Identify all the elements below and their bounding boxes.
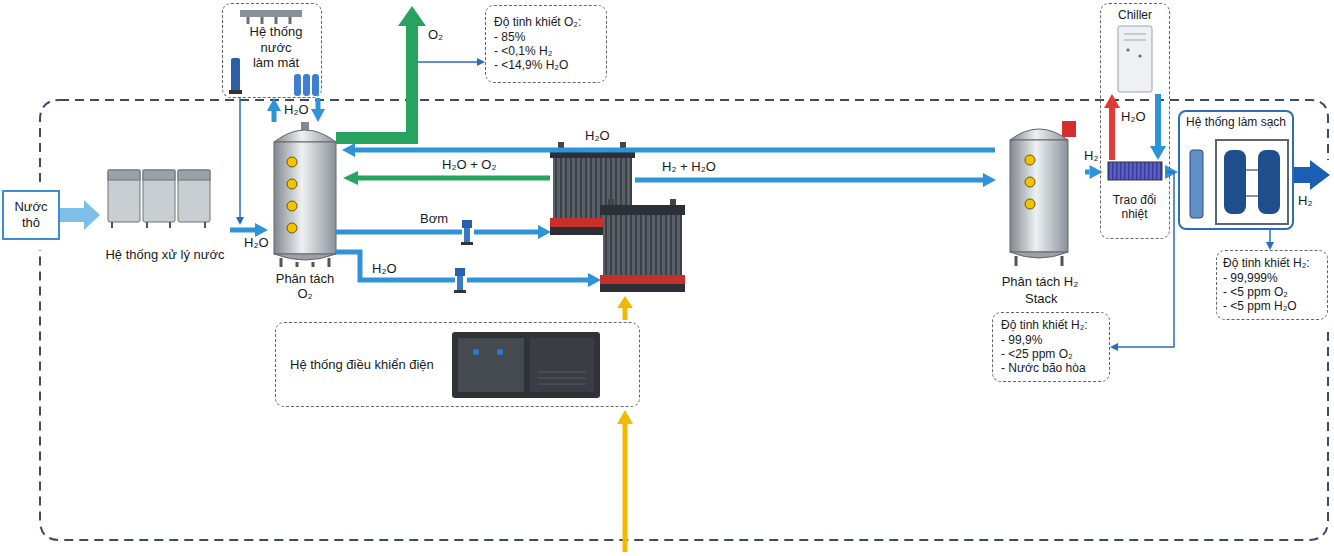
separator-vessel: Phân tách H₂ bbox=[995, 115, 1085, 290]
node-text: Hệ thống xử lý nước bbox=[105, 247, 224, 263]
connector-line bbox=[1085, 170, 1090, 175]
purity-box: Độ tinh khiết H₂:- 99,9%- <25 ppm O₂- Nư… bbox=[992, 312, 1110, 382]
connector-line bbox=[355, 148, 995, 153]
purity-box: Độ tinh khiết H₂:- 99,999%- <5 ppm O₂- <… bbox=[1216, 250, 1328, 320]
arrow-head bbox=[477, 58, 485, 66]
edge-label: H₂O bbox=[244, 236, 269, 251]
connector-line bbox=[60, 208, 84, 222]
arrow-head bbox=[84, 200, 100, 230]
edge-label: H₂ bbox=[1084, 149, 1098, 164]
connector-line bbox=[230, 228, 255, 233]
connector-line bbox=[1269, 230, 1271, 242]
flow-label: O₂ bbox=[428, 28, 443, 43]
connector-line bbox=[316, 98, 321, 109]
flow-connector bbox=[342, 143, 995, 157]
flow-label: H₂O bbox=[372, 262, 397, 277]
treatment-unit: Hệ thống xử lý nước bbox=[100, 160, 230, 265]
separator-vessel: Phân tách O₂ bbox=[268, 122, 342, 302]
node-text: Nước thô bbox=[10, 199, 52, 230]
heading-text: Độ tinh khiết O₂: bbox=[494, 15, 581, 29]
flow-label: Stack bbox=[1025, 292, 1058, 307]
node-text: - Nước bão hòa bbox=[1001, 361, 1086, 375]
node-text: Chiller bbox=[1118, 8, 1152, 22]
node-text: - <14,9% H₂O bbox=[494, 58, 568, 72]
flow-label: Bơm bbox=[420, 212, 448, 227]
node-text: Phân tách H₂ bbox=[1002, 274, 1079, 290]
node-text: - <25 ppm O₂ bbox=[1001, 347, 1073, 361]
node-text: - <0,1% H₂ bbox=[494, 44, 552, 58]
heading-text: Độ tinh khiết H₂: bbox=[1001, 318, 1088, 332]
flow-connector bbox=[311, 98, 325, 122]
flow-label: H₂O bbox=[1121, 110, 1146, 125]
flow-connector bbox=[60, 200, 100, 230]
node-text: Hệ thống nước làm mát bbox=[249, 24, 303, 71]
arrow-head bbox=[1110, 343, 1118, 351]
node-text: Hệ thống điều khiển điện bbox=[290, 357, 434, 373]
heading-text: Độ tinh khiết H₂: bbox=[1223, 256, 1310, 270]
node-text: - 99,999% bbox=[1223, 271, 1278, 285]
cooling-group: Hệ thống nước làm mát bbox=[222, 3, 322, 98]
source-box: Nước thô bbox=[2, 190, 60, 240]
flow-connector bbox=[1266, 230, 1274, 250]
flow-connector bbox=[267, 98, 281, 122]
flow-connector bbox=[418, 58, 485, 66]
arrow-head bbox=[311, 109, 325, 122]
purity-box: Độ tinh khiết O₂:- 85%- <0,1% H₂- <14,9%… bbox=[485, 5, 607, 83]
arrow-head bbox=[267, 98, 281, 111]
connector-line bbox=[272, 111, 277, 122]
arrow-head bbox=[342, 143, 355, 157]
flow-connector bbox=[230, 223, 268, 237]
node-text: - <5 ppm O₂ bbox=[1223, 285, 1288, 299]
node-text: Phân tách O₂ bbox=[268, 271, 342, 302]
flow-label: H₂ + H₂O bbox=[662, 160, 716, 175]
edge-label: H₂O bbox=[284, 103, 309, 118]
control-group: Hệ thống điều khiển điện bbox=[275, 322, 640, 407]
node-text: - 85% bbox=[494, 30, 525, 44]
connector-line bbox=[418, 61, 477, 63]
flow-label: H₂O + O₂ bbox=[442, 158, 497, 173]
node-text: - <5 ppm H₂O bbox=[1223, 299, 1297, 313]
edge-label: H₂O bbox=[585, 129, 610, 144]
heat-exchanger: Trao đổi nhiệt bbox=[1103, 160, 1167, 224]
node-text: Hệ thống làm sạch bbox=[1186, 115, 1286, 129]
arrow-head bbox=[1266, 242, 1274, 250]
arrow-head bbox=[255, 223, 268, 237]
purification-box: Hệ thống làm sạch bbox=[1178, 110, 1294, 230]
node-text: - 99,9% bbox=[1001, 333, 1042, 347]
node-text: Trao đổi nhiệt bbox=[1103, 193, 1167, 222]
flow-label: H₂ bbox=[1298, 194, 1312, 209]
